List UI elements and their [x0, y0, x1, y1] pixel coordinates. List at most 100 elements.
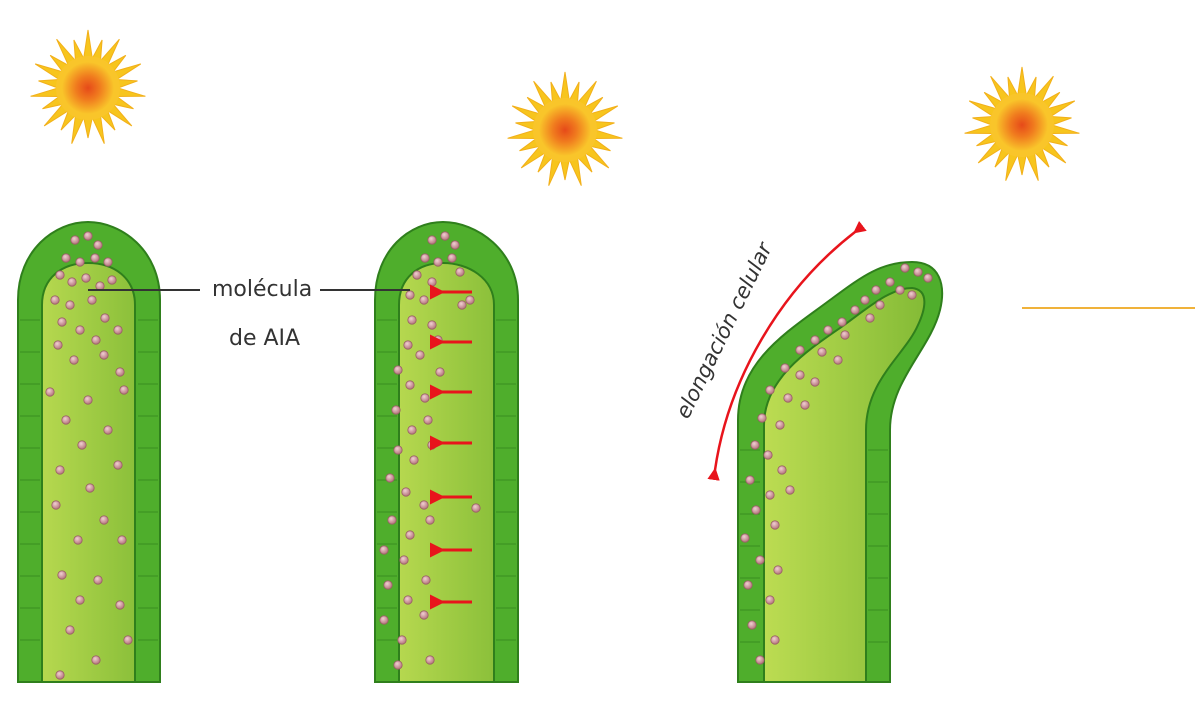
auxin-molecule-dot: [66, 626, 74, 634]
auxin-molecule-dot: [420, 296, 428, 304]
auxin-molecule-dot: [834, 356, 842, 364]
auxin-molecule-dot: [428, 441, 436, 449]
auxin-molecule-dot: [901, 264, 909, 272]
auxin-molecule-dot: [58, 318, 66, 326]
auxin-molecule-dot: [91, 254, 99, 262]
auxin-molecule-dot: [420, 611, 428, 619]
auxin-molecule-dot: [756, 556, 764, 564]
auxin-molecule-dot: [84, 396, 92, 404]
auxin-molecule-dot: [811, 378, 819, 386]
auxin-molecule-dot: [914, 268, 922, 276]
auxin-molecule-dot: [116, 601, 124, 609]
auxin-molecule-dot: [428, 321, 436, 329]
auxin-molecule-dot: [380, 546, 388, 554]
molecule-label-line2: de AIA: [229, 328, 300, 350]
auxin-molecule-dot: [784, 394, 792, 402]
auxin-molecule-dot: [101, 314, 109, 322]
auxin-molecule-dot: [114, 461, 122, 469]
auxin-molecule-dot: [801, 401, 809, 409]
auxin-molecule-dot: [92, 656, 100, 664]
auxin-molecule-dot: [766, 386, 774, 394]
auxin-molecule-dot: [426, 516, 434, 524]
auxin-molecule-dot: [428, 278, 436, 286]
auxin-molecule-dot: [426, 656, 434, 664]
auxin-molecule-dot: [70, 356, 78, 364]
auxin-molecule-dot: [766, 491, 774, 499]
auxin-molecule-dot: [466, 296, 474, 304]
auxin-molecule-dot: [76, 326, 84, 334]
auxin-molecule-dot: [824, 326, 832, 334]
auxin-molecule-dot: [402, 488, 410, 496]
auxin-molecule-dot: [104, 258, 112, 266]
auxin-molecule-dot: [104, 426, 112, 434]
auxin-molecule-dot: [796, 346, 804, 354]
auxin-molecule-dot: [410, 456, 418, 464]
auxin-molecule-dot: [746, 476, 754, 484]
auxin-molecule-dot: [434, 336, 442, 344]
auxin-molecule-dot: [406, 531, 414, 539]
auxin-molecule-dot: [74, 536, 82, 544]
auxin-molecule-dot: [448, 254, 456, 262]
auxin-molecule-dot: [116, 368, 124, 376]
auxin-molecule-dot: [94, 576, 102, 584]
auxin-molecule-dot: [398, 636, 406, 644]
auxin-molecule-dot: [82, 274, 90, 282]
auxin-molecule-dot: [404, 341, 412, 349]
auxin-molecule-dot: [896, 286, 904, 294]
auxin-molecule-dot: [86, 484, 94, 492]
auxin-molecule-dot: [52, 501, 60, 509]
auxin-molecule-dot: [786, 486, 794, 494]
auxin-molecule-dot: [876, 301, 884, 309]
auxin-molecule-dot: [58, 571, 66, 579]
auxin-molecule-dot: [771, 521, 779, 529]
auxin-molecule-dot: [776, 421, 784, 429]
auxin-molecule-dot: [66, 301, 74, 309]
sun-icon: [508, 72, 623, 186]
auxin-molecule-dot: [472, 504, 480, 512]
auxin-molecule-dot: [838, 318, 846, 326]
auxin-molecule-dot: [408, 426, 416, 434]
auxin-molecule-dot: [408, 316, 416, 324]
auxin-molecule-dot: [436, 368, 444, 376]
auxin-molecule-dot: [71, 236, 79, 244]
auxin-molecule-dot: [458, 301, 466, 309]
auxin-molecule-dot: [811, 336, 819, 344]
auxin-molecule-dot: [400, 556, 408, 564]
auxin-molecule-dot: [456, 268, 464, 276]
auxin-molecule-dot: [744, 581, 752, 589]
auxin-molecule-dot: [394, 366, 402, 374]
auxin-molecule-dot: [741, 534, 749, 542]
auxin-molecule-dot: [76, 596, 84, 604]
auxin-molecule-dot: [108, 276, 116, 284]
auxin-molecule-dot: [76, 258, 84, 266]
auxin-molecule-dot: [818, 348, 826, 356]
auxin-molecule-dot: [51, 296, 59, 304]
auxin-molecule-dot: [421, 394, 429, 402]
auxin-molecule-dot: [88, 296, 96, 304]
auxin-molecule-dot: [764, 451, 772, 459]
auxin-molecule-dot: [908, 291, 916, 299]
auxin-molecule-dot: [866, 314, 874, 322]
auxin-molecule-dot: [384, 581, 392, 589]
auxin-molecule-dot: [416, 351, 424, 359]
auxin-molecule-dot: [861, 296, 869, 304]
auxin-molecule-dot: [56, 671, 64, 679]
auxin-molecule-dot: [441, 232, 449, 240]
auxin-molecule-dot: [100, 516, 108, 524]
auxin-molecule-dot: [394, 661, 402, 669]
auxin-molecule-dot: [56, 271, 64, 279]
auxin-molecule-dot: [778, 466, 786, 474]
auxin-molecule-dot: [766, 596, 774, 604]
auxin-molecule-dot: [46, 388, 54, 396]
auxin-molecule-dot: [78, 441, 86, 449]
auxin-molecule-dot: [841, 331, 849, 339]
auxin-molecule-dot: [94, 241, 102, 249]
auxin-molecule-dot: [771, 636, 779, 644]
auxin-molecule-dot: [851, 306, 859, 314]
auxin-molecule-dot: [62, 254, 70, 262]
auxin-molecule-dot: [96, 282, 104, 290]
auxin-molecule-dot: [406, 291, 414, 299]
auxin-molecule-dot: [84, 232, 92, 240]
auxin-molecule-dot: [748, 621, 756, 629]
auxin-molecule-dot: [380, 616, 388, 624]
